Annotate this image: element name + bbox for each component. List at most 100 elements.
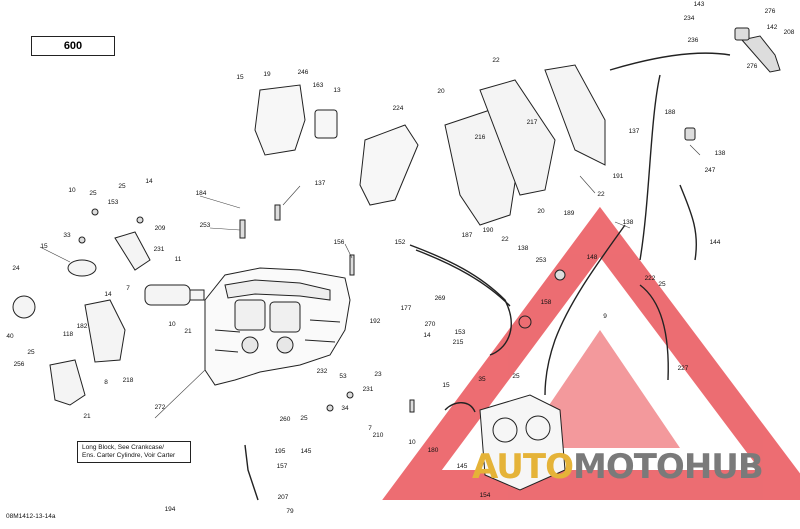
callout-label: 190 bbox=[483, 227, 494, 234]
callout-label: 14 bbox=[423, 332, 431, 339]
callout-label: 144 bbox=[710, 239, 721, 246]
note-line-2: Ens. Carter Cylindre, Voir Carter bbox=[82, 451, 176, 459]
callout-label: 253 bbox=[200, 222, 211, 229]
callout-label: 33 bbox=[63, 232, 71, 239]
callout-label: 207 bbox=[278, 494, 289, 501]
engine-mount-bracket bbox=[254, 84, 419, 206]
callout-label: 246 bbox=[298, 69, 309, 76]
fasteners bbox=[78, 27, 781, 413]
callout-label: 15 bbox=[236, 74, 244, 81]
callout-label: 25 bbox=[89, 190, 97, 197]
callout-label: 231 bbox=[363, 386, 374, 393]
cover-parts bbox=[444, 64, 606, 226]
callout-label: 232 bbox=[317, 368, 328, 375]
callout-label: 145 bbox=[457, 463, 468, 470]
callout-label: 269 bbox=[435, 295, 446, 302]
callout-label: 7 bbox=[126, 285, 130, 292]
callout-label: 177 bbox=[401, 305, 412, 312]
callout-label: 224 bbox=[393, 105, 404, 112]
callout-label: 182 bbox=[77, 323, 88, 330]
callout-label: 272 bbox=[155, 404, 166, 411]
callout-label: 218 bbox=[123, 377, 134, 384]
callout-label: 231 bbox=[154, 246, 165, 253]
callout-label: 189 bbox=[564, 210, 575, 217]
callout-label: 35 bbox=[478, 376, 486, 383]
callout-label: 180 bbox=[428, 447, 439, 454]
watermark-part-3: HUB bbox=[683, 447, 764, 487]
callout-label: 24 bbox=[12, 265, 20, 272]
callout-label: 8 bbox=[104, 379, 108, 386]
callout-label: 138 bbox=[518, 245, 529, 252]
callout-label: 188 bbox=[665, 109, 676, 116]
callout-label: 153 bbox=[455, 329, 466, 336]
callout-label: 227 bbox=[678, 365, 689, 372]
callout-label: 148 bbox=[587, 254, 598, 261]
callout-label: 15 bbox=[442, 382, 450, 389]
hoses-and-cables bbox=[244, 52, 731, 501]
callout-label: 40 bbox=[6, 333, 14, 340]
callout-label: 276 bbox=[747, 63, 758, 70]
callout-label: 187 bbox=[462, 232, 473, 239]
callout-label: 7 bbox=[368, 425, 372, 432]
callout-label: 19 bbox=[263, 71, 271, 78]
callout-label: 25 bbox=[512, 373, 520, 380]
callout-label: 138 bbox=[715, 150, 726, 157]
engine-block bbox=[204, 267, 351, 386]
callout-label: 25 bbox=[118, 183, 126, 190]
callout-label: 138 bbox=[623, 219, 634, 226]
note-line-1: Long Block, See Crankcase/ bbox=[82, 444, 165, 451]
watermark-part-2: MOTO bbox=[572, 447, 685, 487]
callout-label: 222 bbox=[645, 275, 656, 282]
callout-label: 22 bbox=[597, 191, 605, 198]
watermark-part-1: AUTO bbox=[472, 447, 574, 487]
callout-label: 22 bbox=[501, 236, 509, 243]
leader-lines bbox=[39, 144, 701, 419]
callout-label: 9 bbox=[603, 313, 607, 320]
callout-label: 192 bbox=[370, 318, 381, 325]
callout-label: 253 bbox=[536, 257, 547, 264]
callout-label: 10 bbox=[68, 187, 76, 194]
callout-label: 137 bbox=[315, 180, 326, 187]
callout-label: 14 bbox=[104, 291, 112, 298]
callout-label: 20 bbox=[437, 88, 445, 95]
callout-label: 22 bbox=[492, 57, 500, 64]
callout-label: 234 bbox=[684, 15, 695, 22]
callout-label: 15 bbox=[40, 243, 48, 250]
callout-label: 152 bbox=[395, 239, 406, 246]
callout-label: 194 bbox=[165, 506, 176, 513]
callout-label: 163 bbox=[313, 82, 324, 89]
model-label: 600 bbox=[31, 36, 115, 56]
callout-label: 25 bbox=[658, 281, 666, 288]
callout-label: 137 bbox=[629, 128, 640, 135]
document-code: 08M1412-13-14a bbox=[6, 513, 56, 520]
callout-label: 118 bbox=[63, 331, 74, 338]
callout-label: 10 bbox=[408, 439, 416, 446]
callout-label: 25 bbox=[27, 349, 35, 356]
callout-label: 256 bbox=[14, 361, 25, 368]
callout-label: 13 bbox=[333, 87, 341, 94]
callout-label: 247 bbox=[705, 167, 716, 174]
callout-label: 21 bbox=[184, 328, 192, 335]
callout-label: 236 bbox=[688, 37, 699, 44]
callout-label: 156 bbox=[334, 239, 345, 246]
callout-label: 184 bbox=[196, 190, 207, 197]
callout-label: 154 bbox=[480, 492, 491, 499]
watermark-text: AUTOMOTOHUB bbox=[472, 447, 764, 487]
callout-label: 143 bbox=[694, 1, 705, 8]
callout-label: 215 bbox=[453, 339, 464, 346]
callout-label: 25 bbox=[300, 415, 308, 422]
callout-label: 209 bbox=[155, 225, 166, 232]
callout-label: 23 bbox=[374, 371, 382, 378]
callout-label: 195 bbox=[275, 448, 286, 455]
callout-label: 10 bbox=[168, 321, 176, 328]
starter-motor bbox=[12, 231, 205, 406]
callout-label: 11 bbox=[175, 256, 182, 263]
callout-label: 191 bbox=[613, 173, 624, 180]
long-block-note: Long Block, See Crankcase/ Ens. Carter C… bbox=[77, 441, 191, 463]
callout-label: 216 bbox=[475, 134, 486, 141]
callout-label: 270 bbox=[425, 321, 436, 328]
callout-label: 53 bbox=[339, 373, 347, 380]
